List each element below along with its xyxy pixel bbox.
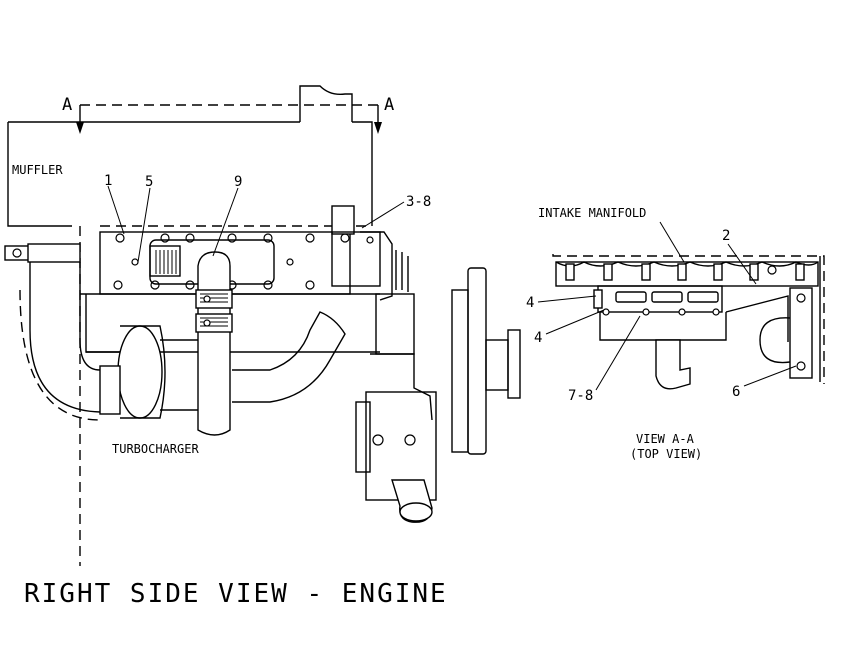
muffler-label: MUFFLER <box>12 163 63 177</box>
callout-5: 5 <box>145 174 153 190</box>
section-marker-right: A <box>384 95 394 115</box>
manifold-tabs <box>565 263 805 281</box>
right-side-view: MUFFLER <box>4 85 521 566</box>
callout-1: 1 <box>104 173 112 189</box>
callout-4-upper: 4 <box>526 295 534 311</box>
turbocharger-label: TURBOCHARGER <box>112 442 199 456</box>
section-line-a-a: A A <box>62 95 394 134</box>
view-a-a-top: INTAKE MANIFOLD 2 4 4 7-8 6 VIEW A-A (TO… <box>526 206 825 461</box>
manifold-bolts <box>113 233 350 290</box>
drawing-title: RIGHT SIDE VIEW - ENGINE <box>24 579 448 609</box>
callout-3-8: 3-8 <box>406 194 431 210</box>
view-a-a-subcaption: (TOP VIEW) <box>630 447 702 461</box>
callout-2: 2 <box>722 228 730 244</box>
intake-manifold-label: INTAKE MANIFOLD <box>538 206 646 220</box>
view-a-a-caption: VIEW A-A <box>636 432 695 446</box>
section-marker-left: A <box>62 95 72 115</box>
callout-9: 9 <box>234 174 242 190</box>
callout-4-lower: 4 <box>534 330 542 346</box>
callout-6: 6 <box>732 384 740 400</box>
callout-7-8: 7-8 <box>568 388 593 404</box>
